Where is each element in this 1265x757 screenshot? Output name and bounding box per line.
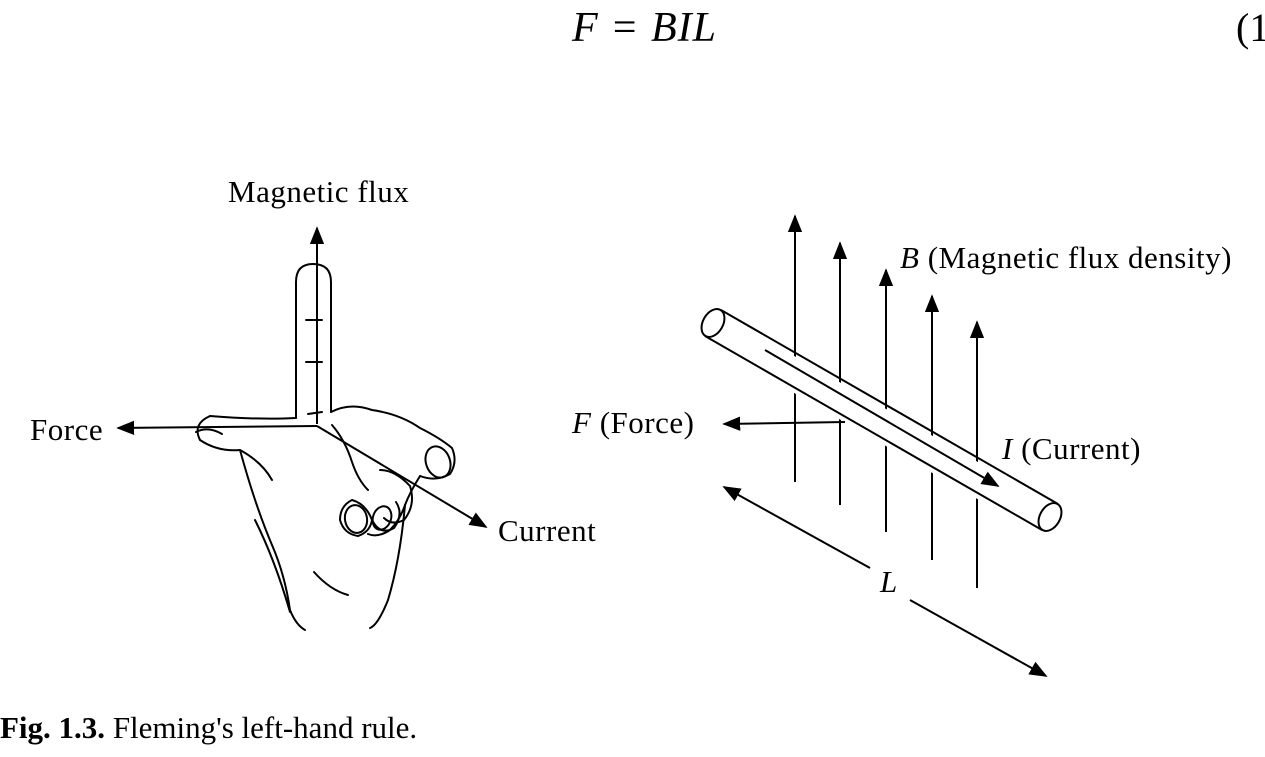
caption-text: Fleming's left-hand rule. (112, 710, 418, 745)
force-label: Force (30, 412, 104, 447)
hand-axes (116, 226, 488, 528)
thumb (196, 415, 297, 481)
current-i-label: I (Current) (1002, 431, 1141, 467)
current-direction-arrow (764, 349, 1000, 487)
equation-f-bil: F = BIL (572, 5, 717, 51)
b-symbol: B (900, 240, 920, 275)
length-arrow-upper (722, 486, 871, 569)
conductor-rod (700, 308, 1063, 534)
f-text: (Force) (599, 405, 695, 440)
force-and-length-arrows (722, 416, 1048, 677)
index-finger (295, 263, 332, 419)
length-l-label: L (880, 564, 898, 600)
b-text: (Magnetic flux density) (927, 240, 1232, 275)
left-hand-illustration (195, 263, 456, 631)
figure-number: Fig. 1.3. (0, 710, 106, 745)
magnetic-flux-density-label: B (Magnetic flux density) (900, 240, 1232, 276)
figure-caption: Fig. 1.3. Fleming's left-hand rule. (0, 710, 417, 746)
force-arrow (116, 420, 318, 436)
force-vector-arrow (722, 416, 846, 431)
f-symbol: F (572, 405, 592, 440)
palm (239, 449, 306, 631)
magnetic-flux-label: Magnetic flux (228, 174, 410, 209)
i-text: (Current) (1021, 431, 1141, 466)
current-arrow (316, 425, 488, 528)
i-symbol: I (1002, 431, 1013, 466)
equation-number: (1 (1236, 5, 1265, 50)
force-f-label: F (Force) (572, 405, 694, 441)
flux-lines (787, 214, 985, 588)
length-arrow-lower (909, 599, 1048, 677)
l-symbol: L (880, 564, 898, 599)
current-label: Current (498, 513, 597, 548)
